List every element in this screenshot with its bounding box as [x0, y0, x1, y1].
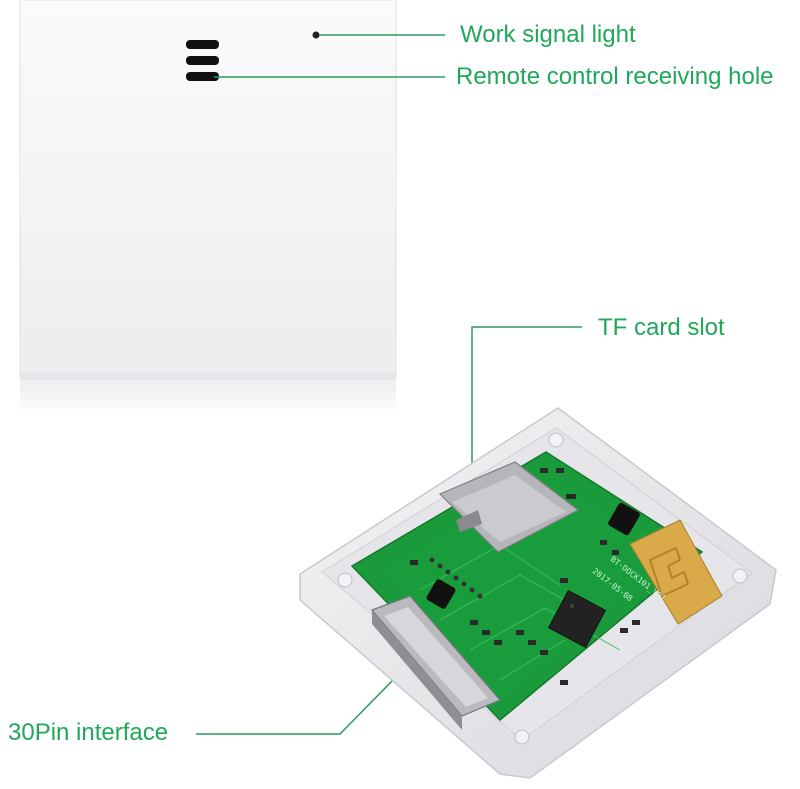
label-remote-control-receiving-hole: Remote control receiving hole	[456, 63, 774, 90]
pin-header	[429, 557, 483, 599]
screw-post	[732, 568, 748, 584]
main-chip	[547, 589, 607, 649]
label-work-signal-light: Work signal light	[460, 21, 636, 48]
inductor	[608, 502, 640, 536]
tf-card-slot	[438, 461, 580, 553]
screw-post	[337, 572, 353, 588]
work-signal-light-dot	[312, 31, 320, 39]
smd-components	[410, 468, 640, 685]
label-30pin-interface: 30Pin interface	[8, 719, 169, 746]
device-open-case	[299, 407, 777, 779]
screw-post	[514, 729, 530, 745]
bluetooth-module	[629, 519, 723, 625]
callout-line-tf-slot	[471, 326, 582, 468]
callout-lines	[196, 34, 582, 735]
thirty-pin-connector	[370, 595, 501, 730]
label-tf-card-slot: TF card slot	[598, 314, 725, 341]
remote-receiver-window	[186, 40, 219, 81]
callout-line-30pin	[196, 677, 396, 735]
screw-post	[548, 432, 564, 448]
inductor	[426, 579, 456, 609]
